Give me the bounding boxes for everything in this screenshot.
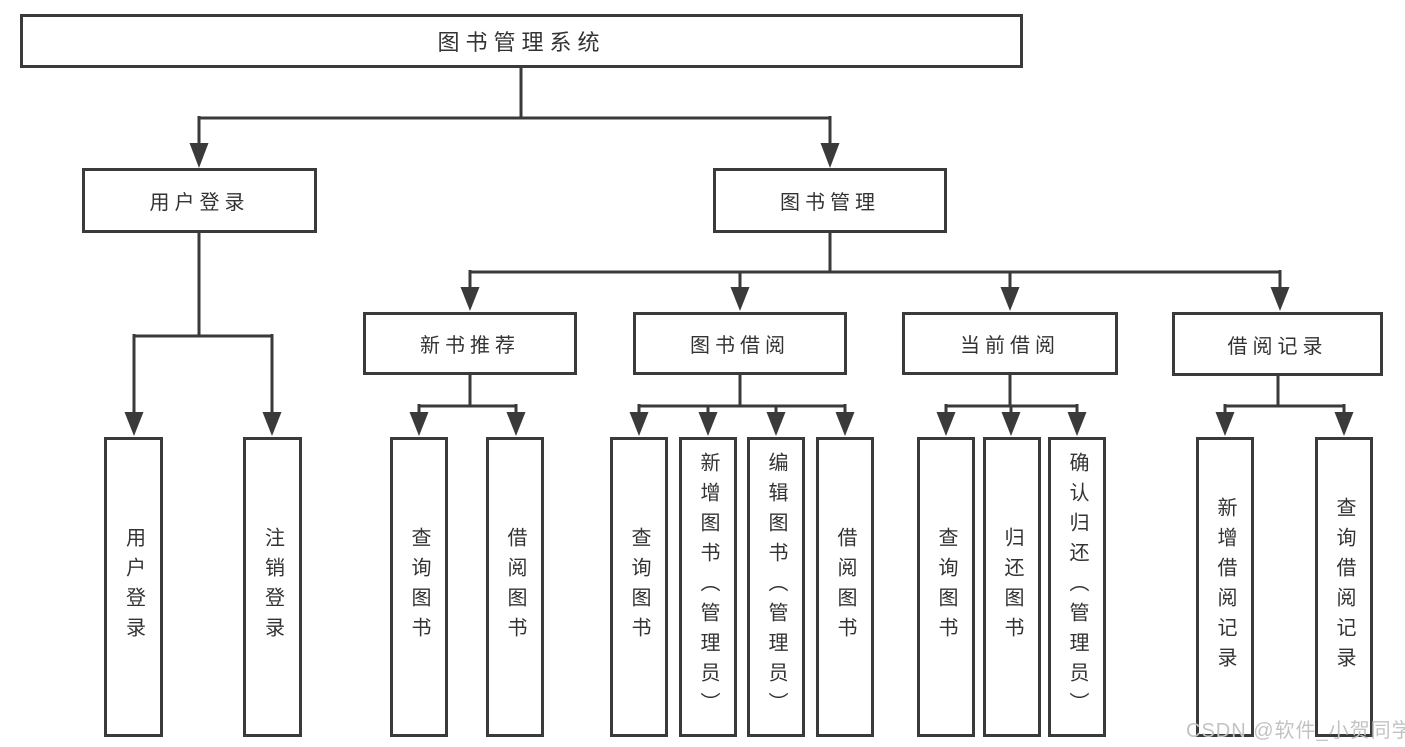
node-label: 新增图书（管理员） <box>697 452 719 722</box>
node-new-book-recommendation: 新书推荐 <box>363 312 577 375</box>
node-label: 注销登录 <box>261 527 284 647</box>
node-label: 新书推荐 <box>420 335 520 357</box>
node-label: 图书管理系统 <box>437 30 606 55</box>
node-book-management: 图书管理 <box>713 168 947 233</box>
node-label: 用户登录 <box>149 192 250 214</box>
node-label: 查询借阅记录 <box>1333 497 1355 677</box>
node-label: 图书借阅 <box>690 335 790 357</box>
leaf-borrow-books-recommend: 借阅图书 <box>486 437 544 737</box>
node-label: 新增借阅记录 <box>1214 497 1236 677</box>
leaf-query-books-current: 查询图书 <box>917 437 975 737</box>
node-label: 图书管理 <box>780 192 880 214</box>
node-label: 确认归还（管理员） <box>1066 452 1088 722</box>
leaf-query-borrow-record: 查询借阅记录 <box>1315 437 1373 737</box>
leaf-return-books: 归还图书 <box>983 437 1041 737</box>
node-label: 查询图书 <box>408 527 430 647</box>
leaf-confirm-return-admin: 确认归还（管理员） <box>1048 437 1106 737</box>
node-label: 编辑图书（管理员） <box>765 452 787 722</box>
node-library-management-system: 图书管理系统 <box>20 14 1023 68</box>
node-label: 用户登录 <box>122 527 145 647</box>
leaf-user-login: 用户登录 <box>104 437 163 737</box>
node-user-login: 用户登录 <box>82 168 317 233</box>
node-current-borrowing: 当前借阅 <box>902 312 1118 375</box>
node-label: 借阅图书 <box>834 527 856 647</box>
node-borrowing-records: 借阅记录 <box>1172 312 1383 376</box>
node-label: 当前借阅 <box>960 335 1060 357</box>
leaf-borrow-books-borrowing: 借阅图书 <box>816 437 874 737</box>
node-label: 归还图书 <box>1001 527 1023 647</box>
leaf-add-borrow-record: 新增借阅记录 <box>1196 437 1254 737</box>
node-label: 借阅图书 <box>504 527 526 647</box>
leaf-query-books-recommend: 查询图书 <box>390 437 448 737</box>
leaf-edit-books-admin: 编辑图书（管理员） <box>747 437 805 737</box>
node-label: 查询图书 <box>628 527 650 647</box>
node-label: 借阅记录 <box>1227 335 1328 358</box>
leaf-logout: 注销登录 <box>243 437 302 737</box>
node-label: 查询图书 <box>935 527 957 647</box>
leaf-add-books-admin: 新增图书（管理员） <box>679 437 737 737</box>
leaf-query-books-borrowing: 查询图书 <box>610 437 668 737</box>
csdn-watermark: CSDN @软件_小贺同学 <box>1186 720 1405 742</box>
node-book-borrowing: 图书借阅 <box>633 312 847 375</box>
